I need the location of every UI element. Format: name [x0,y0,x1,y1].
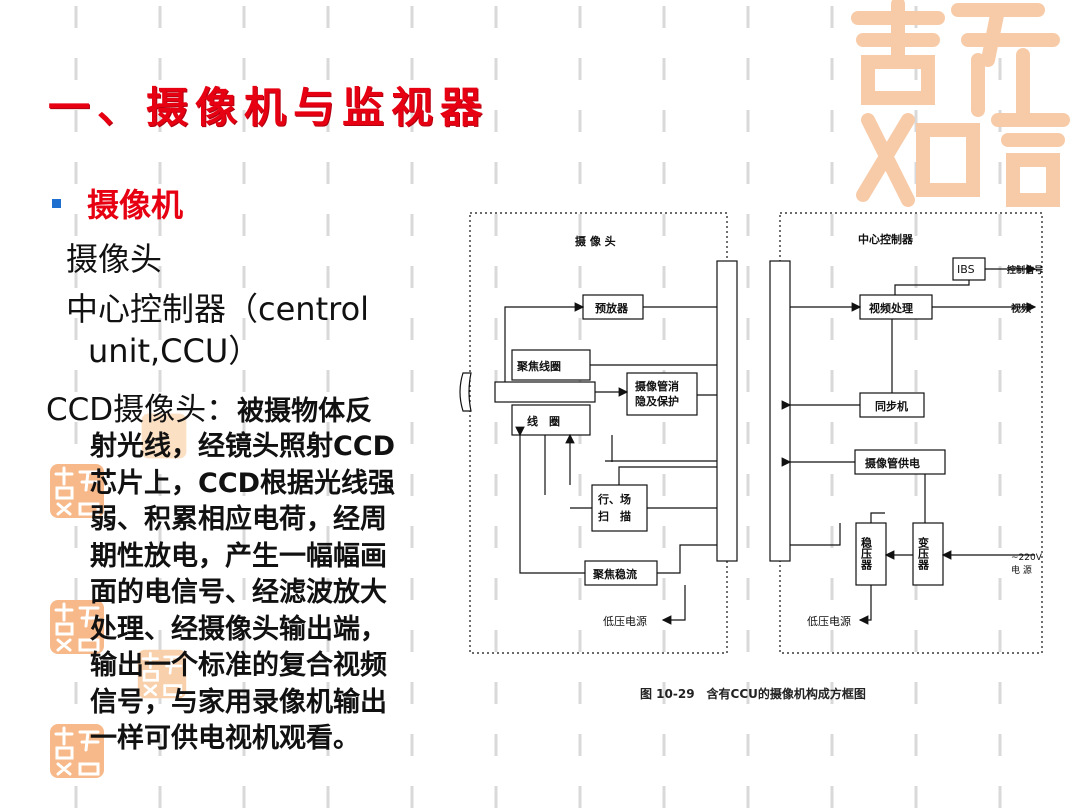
coil-label: 线 圈 [527,414,560,428]
coil-box [511,404,591,436]
focus-coil-box [511,349,591,381]
bullet-text: 摄像机 [87,186,184,224]
seal-watermark-small-3 [50,724,104,778]
ccd-line: 期性放电，产生一幅幅画 [90,540,387,572]
cable-bar-right [769,260,791,562]
sync-label: 同步机 [875,399,908,413]
video-proc-label: 视频处理 [869,301,913,315]
ccd-line: 面的电信号、经滤波放大 [90,577,387,608]
ccu-label: 中心控制器 [858,232,914,246]
tube-protect-label-1: 摄像管消 [635,379,679,393]
mains-label-1: ~220V [1011,553,1043,563]
control-signal-label: 控制信号 [1007,264,1043,276]
scan-label-1: 行、场 [597,492,631,506]
bullet-item: 摄像机 [52,180,183,226]
tube-power-box [854,449,946,475]
video-label: 视频 [1011,302,1031,315]
tube-power-label: 摄像管供电 [865,456,920,470]
ccd-heading: CCD摄像头：被摄物体反 [46,384,436,429]
focus-current-box [584,560,658,586]
ibs-label: IBS [957,263,975,276]
diagram-caption: 图 10-29 含有CCU的摄像机构成方框图 [640,686,866,701]
bullet-square-icon [52,198,61,208]
seal-watermark-small-2 [50,600,104,654]
regulator-label: 稳压器 [860,536,874,571]
camera-head-label: 摄 像 头 [575,234,616,248]
sub-item-camera-head: 摄像头 [66,240,163,278]
transformer-label: 变压器 [917,536,931,571]
seal-watermark-large [851,0,1070,207]
ccu-block-diagram: 摄 像 头 中心控制器 预放器 聚焦线圈 线 圈 摄像管消 隐及保护 行、场 扫… [459,212,1043,701]
mains-label-2: 电 源 [1011,564,1032,576]
scan-box [591,484,648,532]
ccd-line: 弱、积累相应电荷，经周 [90,504,387,535]
camera-head-boundary [469,212,728,654]
ccd-line: 芯片上，CCD根据光线强 [90,467,396,499]
seal-watermark-small-4 [137,649,187,699]
ccd-line: 输出一个标准的复合视频 [90,650,387,681]
sub-item-ccu-line1: 中心控制器（centrol [66,290,370,328]
low-voltage-right-label: 低压电源 [807,614,851,628]
lens-icon [459,372,472,412]
low-voltage-left-label: 低压电源 [603,614,647,628]
cable-bar-left [716,260,738,562]
focus-current-label: 聚焦稳流 [592,567,637,581]
tube-protect-label-2: 隐及保护 [635,394,679,408]
ccd-line: 一样可供电视机观看。 [90,723,360,754]
seal-watermark-small-5 [141,413,187,459]
seal-watermark-small-1 [50,464,104,518]
ccd-heading-rest: 被摄物体反 [237,396,373,427]
transformer-box [912,522,944,586]
focus-coil-label: 聚焦线圈 [516,359,561,373]
slide-title: 一、摄像机与监视器 [48,83,490,132]
sub-item-ccu-line2: unit,CCU） [88,332,261,370]
camera-tube [494,381,596,403]
ccu-boundary [779,212,1043,654]
scan-label-2: 扫 描 [598,509,631,523]
ccd-paragraph: CCD摄像头：被摄物体反 射光线，经镜头照射CCD 芯片上，CCD根据光线强 弱… [46,384,436,758]
ccd-line: 处理、经摄像头输出端， [90,613,387,645]
sync-box [859,392,925,418]
ccd-line: 射光线，经镜头照射CCD [90,431,396,462]
preamp-label: 预放器 [595,301,629,315]
video-proc-box [859,294,933,320]
ccd-line: 信号，与家用录像机输出 [90,686,387,718]
ccd-heading-label: CCD摄像头： [46,392,238,428]
